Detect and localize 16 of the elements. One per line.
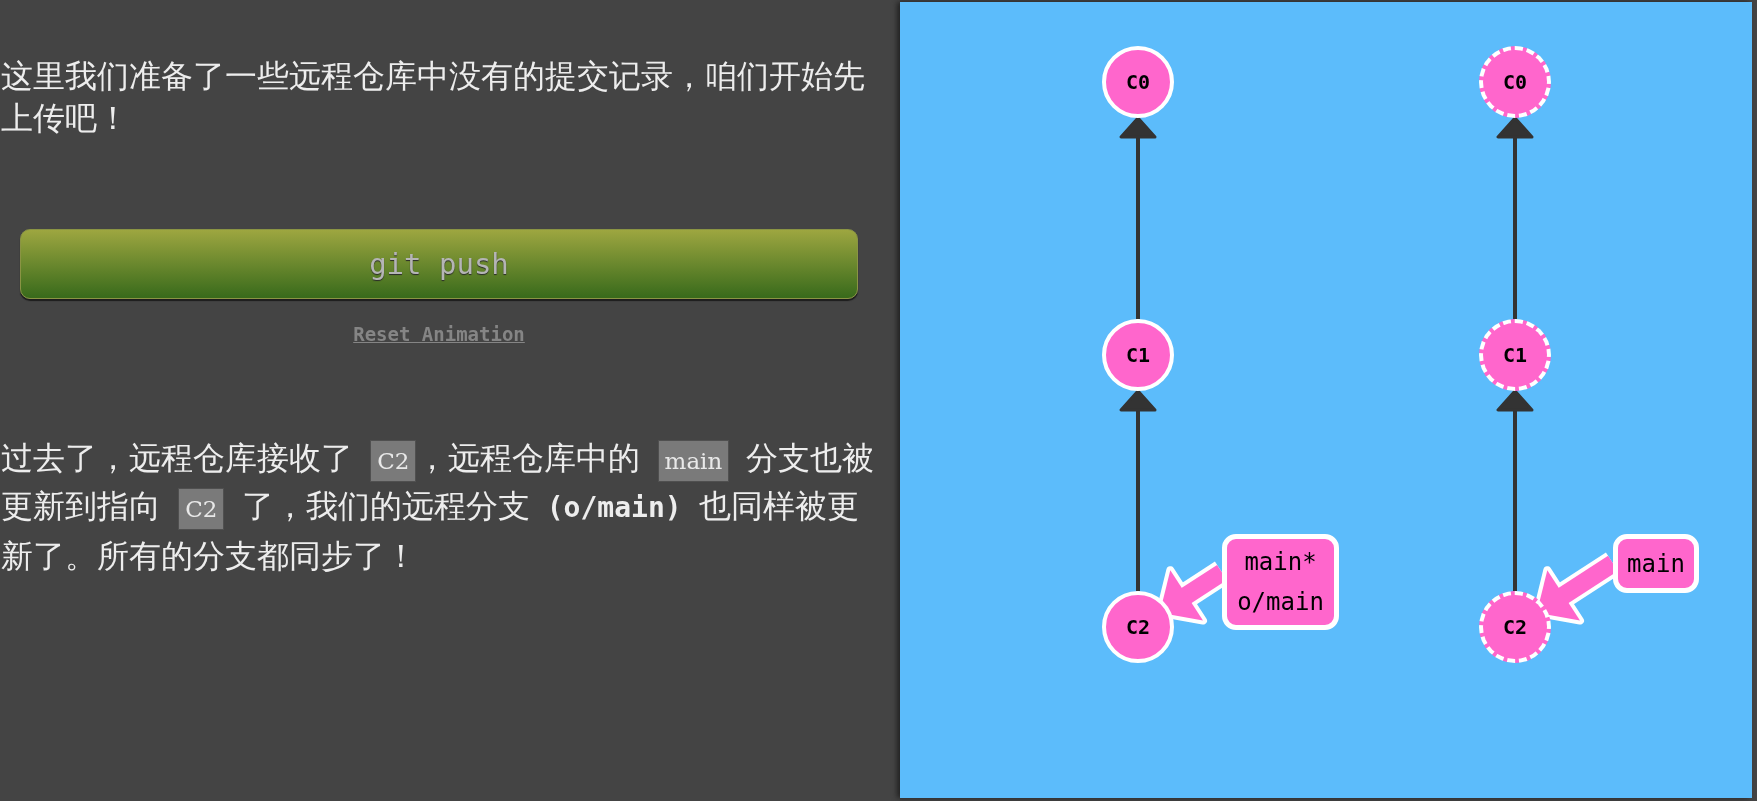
branch-name: main: [1627, 548, 1685, 580]
branch-name: o/main: [1237, 587, 1324, 618]
inline-code: C2: [178, 487, 225, 530]
reset-link: Reset Animation: [353, 323, 525, 345]
inline-code: main: [657, 439, 730, 482]
command-button: git push: [20, 229, 858, 299]
tag-box: [1613, 534, 1699, 593]
arrow: [1496, 389, 1534, 591]
inline-code: C2: [370, 439, 417, 482]
arrow: [1496, 116, 1534, 319]
paragraph: 这里我们准备了一些远程仓库中没有的提交记录，咱们开始先上传吧！: [1, 56, 866, 139]
arrow: [1119, 116, 1157, 319]
arrow: [1119, 389, 1157, 591]
paragraph: 过去了，远程仓库接收了 C2，远程仓库中的 main 分支也被更新到指向 C2 了，我们的远程分支 (o/main) 也同样被更新了。所有的分支都同步了！: [1, 438, 876, 577]
tag-box: [1222, 534, 1339, 630]
branch-name: main*: [1244, 547, 1317, 578]
